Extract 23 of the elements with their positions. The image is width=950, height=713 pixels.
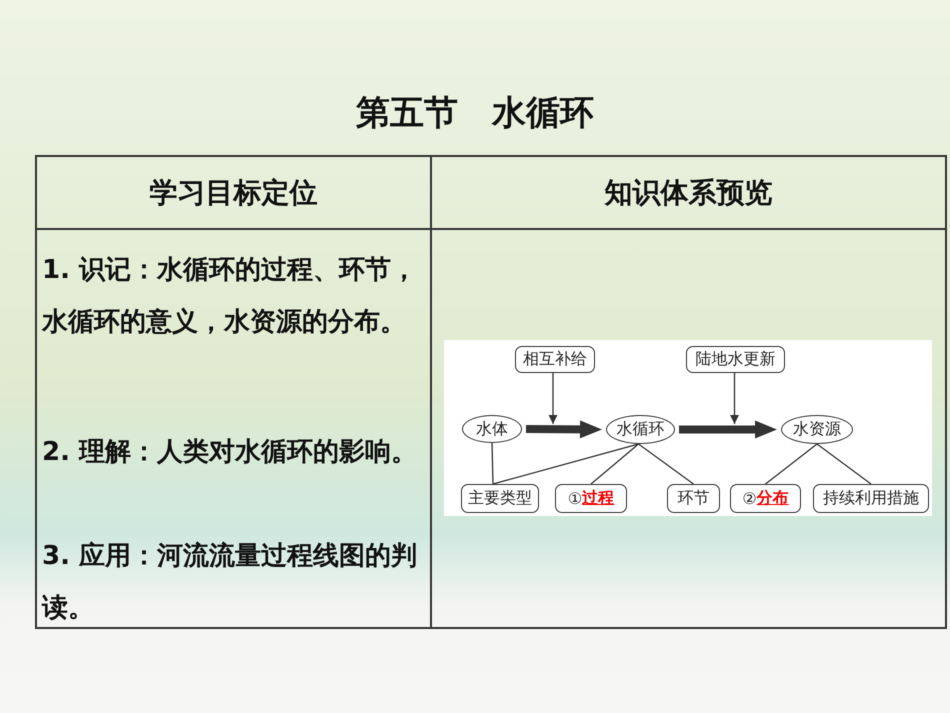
connector-line	[491, 442, 494, 484]
rounded-box: 持续利用措施	[813, 484, 929, 513]
rounded-box: ②分布	[730, 484, 801, 513]
connector-line	[590, 444, 639, 484]
slide-title: 第五节 水循环	[355, 92, 595, 135]
objective-text: 3. 应用：河流流量过程线图的判读。	[42, 540, 418, 625]
arrow	[730, 373, 739, 424]
rounded-box: 陆地水更新	[686, 346, 785, 373]
connector-line	[492, 443, 639, 485]
connector-line	[765, 443, 818, 485]
rounded-box: 主要类型	[461, 484, 539, 513]
objective-text: 2. 理解：人类对水循环的影响。	[42, 436, 418, 469]
connector-line	[816, 443, 872, 485]
column-header: 学习目标定位	[148, 175, 318, 211]
thick-arrow	[679, 420, 777, 438]
arrow	[548, 373, 558, 424]
column-header: 知识体系预览	[603, 175, 774, 211]
rounded-box: 环节	[667, 484, 720, 513]
rounded-box: ①过程	[555, 484, 627, 513]
rounded-box: 相互补给	[515, 346, 595, 373]
objective-text: 1. 识记：水循环的过程、环节，水循环的意义，水资源的分布。	[42, 254, 418, 339]
thick-arrow	[526, 420, 602, 438]
connector-line	[638, 443, 694, 485]
